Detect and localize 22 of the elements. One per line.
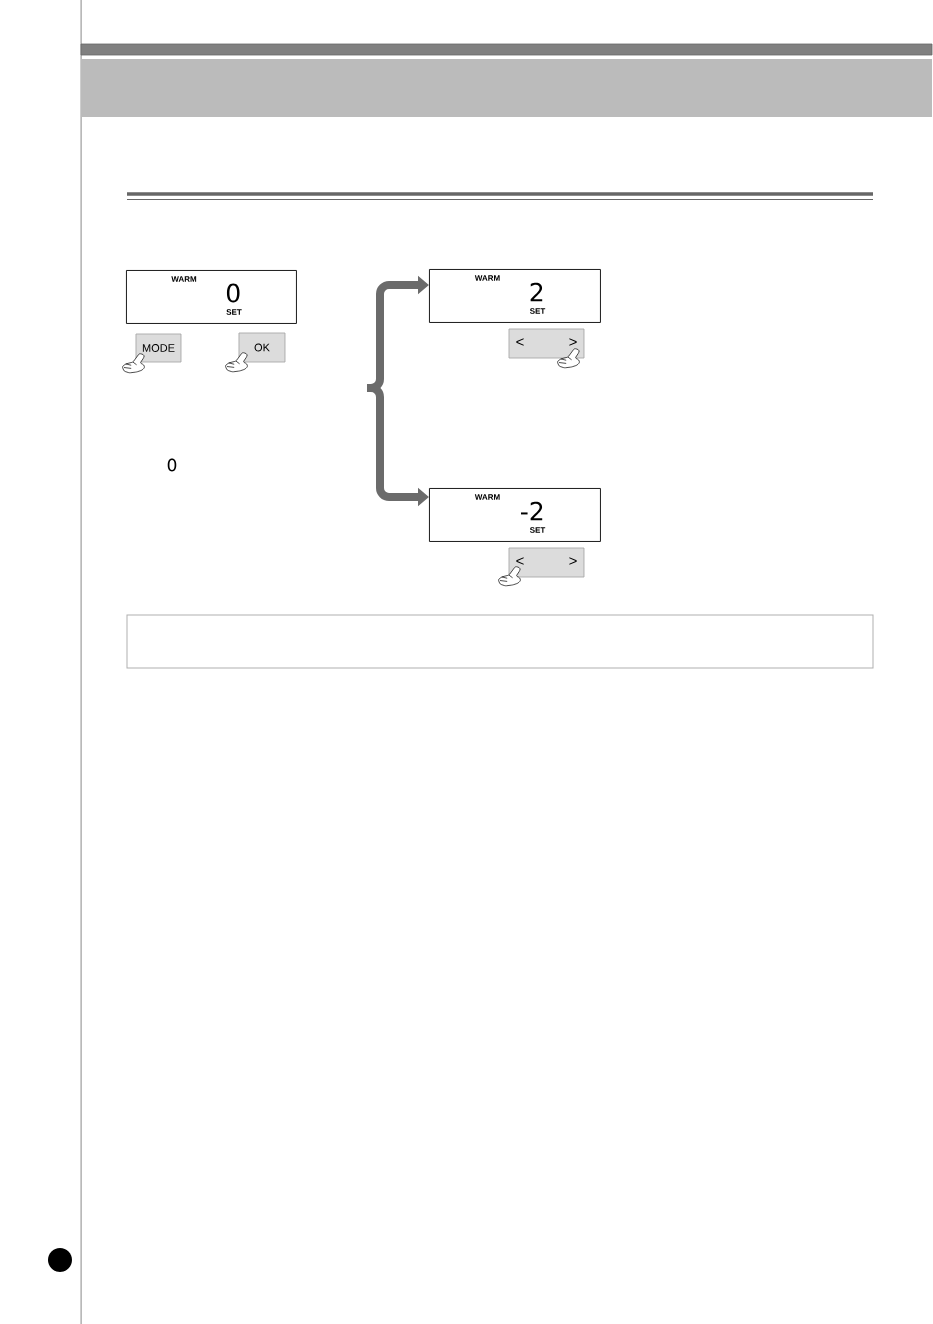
- digit-readout: 2: [530, 282, 543, 302]
- arrow-key-panel: [508, 547, 585, 578]
- arrow-key-label: >: [569, 338, 577, 346]
- digit-readout: 0: [226, 283, 240, 303]
- arrow-key-label: <: [516, 557, 524, 565]
- indicator-label: SET: [226, 309, 242, 315]
- button: MODE: [135, 333, 182, 363]
- digit-symbol: 0: [167, 458, 177, 472]
- indicator-label: WARM: [474, 275, 500, 281]
- indicator-label: WARM: [171, 276, 197, 282]
- indicator-label: SET: [529, 527, 546, 533]
- digit-readout: -2: [521, 501, 543, 521]
- lcd-display: [429, 269, 601, 323]
- note-box: [126, 614, 874, 669]
- lcd-display: [126, 270, 297, 324]
- lcd-display: [429, 488, 601, 542]
- arrow-key-panel: [508, 328, 585, 359]
- indicator-label: WARM: [474, 494, 500, 500]
- button: OK: [238, 332, 286, 363]
- arrow-key-label: <: [516, 338, 524, 346]
- arrow-key-label: >: [569, 557, 577, 565]
- indicator-label: SET: [529, 308, 546, 314]
